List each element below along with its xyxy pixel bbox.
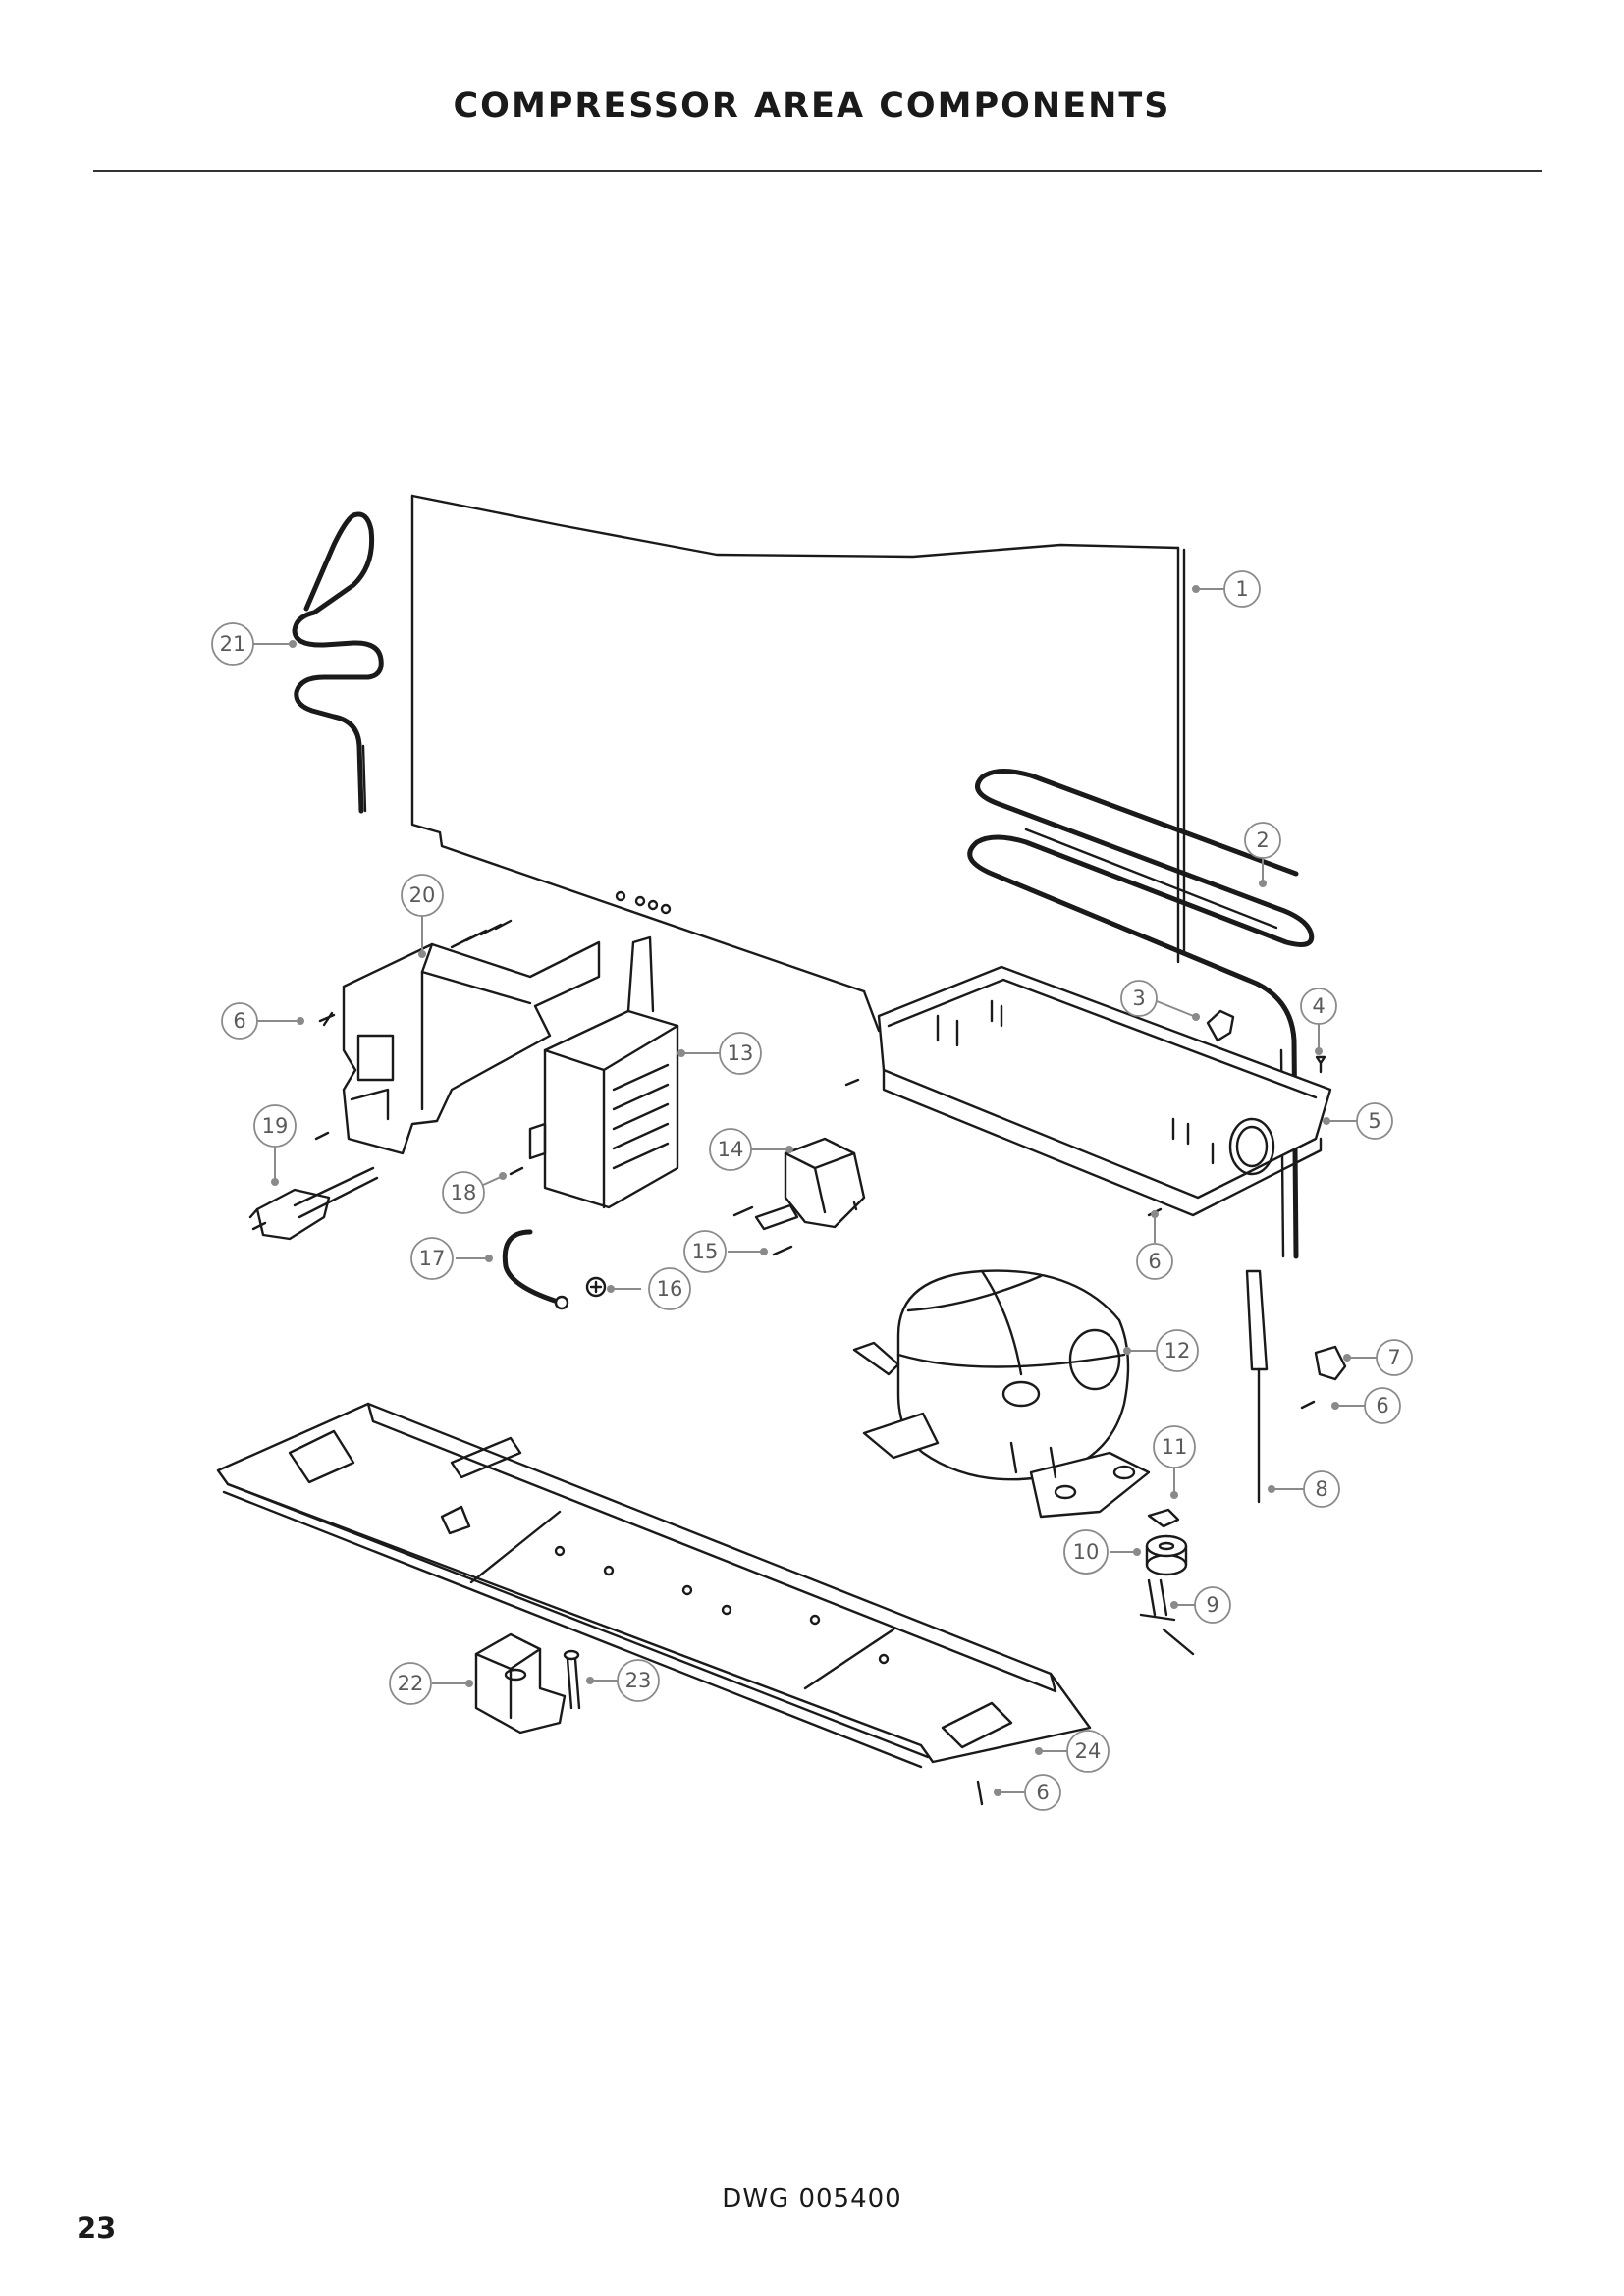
part-4-screw bbox=[1315, 1055, 1326, 1074]
svg-text:16: 16 bbox=[657, 1277, 683, 1301]
part-8-tube bbox=[1245, 1269, 1269, 1504]
svg-text:20: 20 bbox=[409, 883, 436, 907]
svg-text:23: 23 bbox=[625, 1669, 652, 1692]
part-1-back-panel bbox=[410, 494, 1186, 993]
part-21-tube bbox=[292, 511, 384, 814]
svg-text:6: 6 bbox=[1148, 1250, 1161, 1273]
callout-1: 1 bbox=[1223, 570, 1261, 608]
callout-23: 23 bbox=[617, 1659, 660, 1702]
part-15-screws bbox=[732, 1205, 793, 1256]
part-23-bolt bbox=[563, 1649, 581, 1710]
svg-text:6: 6 bbox=[1376, 1394, 1388, 1417]
callout-13: 13 bbox=[719, 1032, 762, 1075]
svg-text:13: 13 bbox=[728, 1041, 754, 1065]
svg-text:8: 8 bbox=[1315, 1477, 1327, 1501]
callout-14: 14 bbox=[709, 1128, 752, 1171]
part-22-mount-bracket bbox=[474, 1632, 567, 1735]
callout-24: 24 bbox=[1066, 1730, 1110, 1773]
part-9-valve bbox=[1139, 1578, 1195, 1656]
callout-12: 12 bbox=[1156, 1329, 1199, 1372]
callout-15: 15 bbox=[683, 1230, 727, 1273]
svg-text:7: 7 bbox=[1387, 1346, 1400, 1369]
svg-text:17: 17 bbox=[419, 1247, 446, 1270]
callout-6a: 6 bbox=[221, 1002, 258, 1040]
svg-text:22: 22 bbox=[398, 1672, 424, 1695]
svg-text:2: 2 bbox=[1256, 828, 1269, 852]
svg-text:14: 14 bbox=[718, 1138, 744, 1161]
callout-21: 21 bbox=[211, 622, 254, 666]
svg-text:3: 3 bbox=[1132, 987, 1145, 1010]
part-19-power-cord bbox=[248, 1131, 379, 1241]
part-5-drain-tray bbox=[862, 965, 1332, 1217]
part-12-compressor bbox=[852, 1269, 1151, 1519]
callout-16: 16 bbox=[648, 1267, 691, 1310]
callout-10: 10 bbox=[1063, 1529, 1109, 1575]
svg-text:24: 24 bbox=[1075, 1739, 1102, 1763]
part-24-base-plate bbox=[216, 1402, 1092, 1769]
page-number: 23 bbox=[77, 2212, 117, 2245]
callout-18: 18 bbox=[442, 1171, 485, 1214]
callout-11: 11 bbox=[1153, 1425, 1196, 1468]
callout-leaders bbox=[253, 585, 1377, 1796]
svg-text:19: 19 bbox=[262, 1114, 289, 1138]
svg-text:12: 12 bbox=[1164, 1339, 1191, 1362]
svg-text:6: 6 bbox=[233, 1009, 245, 1033]
part-7-bracket bbox=[1314, 1345, 1347, 1381]
svg-text:6: 6 bbox=[1036, 1781, 1049, 1804]
callout-5: 5 bbox=[1356, 1102, 1393, 1140]
part-11-clip bbox=[1147, 1508, 1180, 1528]
part-17-ground-wire bbox=[502, 1229, 569, 1310]
callout-7: 7 bbox=[1376, 1339, 1413, 1376]
svg-text:18: 18 bbox=[451, 1181, 477, 1204]
part-18-screw bbox=[509, 1166, 524, 1176]
part-16-ground-screw bbox=[585, 1276, 607, 1298]
callout-4: 4 bbox=[1300, 988, 1337, 1025]
callout-6d: 6 bbox=[1024, 1774, 1061, 1811]
svg-text:21: 21 bbox=[220, 632, 246, 656]
callout-19: 19 bbox=[253, 1104, 297, 1148]
part-20-control-bracket bbox=[342, 919, 601, 1155]
callout-6b: 6 bbox=[1136, 1243, 1173, 1280]
svg-text:15: 15 bbox=[692, 1240, 719, 1263]
part-6-screw-b bbox=[1300, 1400, 1316, 1410]
callout-22: 22 bbox=[389, 1662, 432, 1705]
callout-bubbles: 1 2 3 4 5 6 6 6 6 7 8 9 10 11 12 13 14 1… bbox=[211, 570, 1413, 1811]
part-13-module bbox=[528, 935, 679, 1209]
callout-6c: 6 bbox=[1364, 1387, 1401, 1424]
callout-2: 2 bbox=[1244, 822, 1281, 859]
part-6-screw-d bbox=[976, 1780, 984, 1806]
svg-text:1: 1 bbox=[1235, 577, 1248, 601]
callout-8: 8 bbox=[1303, 1470, 1340, 1508]
svg-text:10: 10 bbox=[1073, 1540, 1100, 1564]
svg-text:11: 11 bbox=[1162, 1435, 1188, 1459]
part-6-screw-a bbox=[318, 1011, 336, 1027]
drawing-number: DWG 005400 bbox=[722, 2184, 902, 2214]
part-10-grommet bbox=[1145, 1534, 1188, 1576]
svg-text:4: 4 bbox=[1312, 994, 1325, 1018]
callout-17: 17 bbox=[410, 1237, 454, 1280]
svg-text:9: 9 bbox=[1206, 1593, 1218, 1617]
page-title: COMPRESSOR AREA COMPONENTS bbox=[453, 86, 1171, 126]
callout-20: 20 bbox=[401, 874, 444, 917]
svg-text:5: 5 bbox=[1368, 1109, 1380, 1133]
part-14-fan-motor bbox=[754, 1137, 866, 1231]
part-3-clip bbox=[1206, 1009, 1235, 1042]
callout-3: 3 bbox=[1120, 980, 1158, 1017]
title-divider bbox=[93, 170, 1542, 172]
callout-9: 9 bbox=[1194, 1586, 1231, 1624]
